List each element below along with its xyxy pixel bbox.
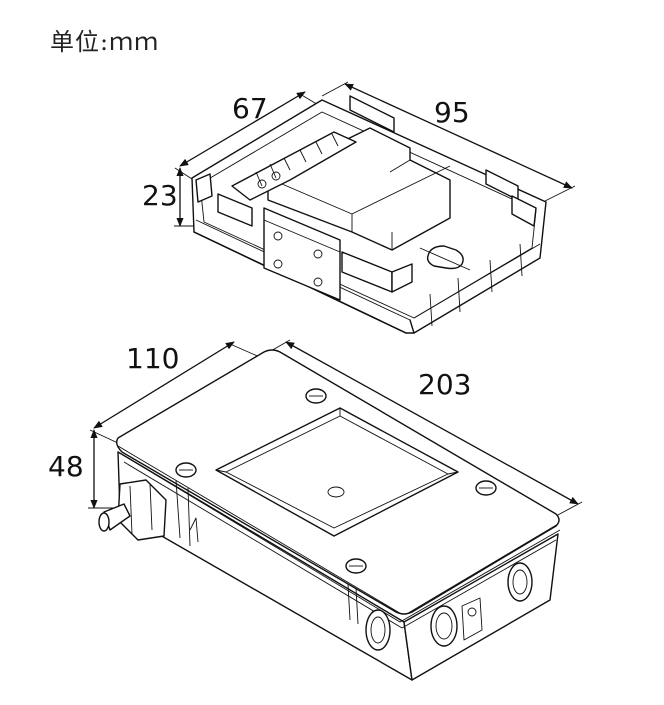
bottom-depth-dimension-line <box>93 341 235 429</box>
lid-screw-icon <box>305 388 327 404</box>
knockout-hole-icon <box>365 609 391 651</box>
top-depth-dimension-line <box>179 91 306 167</box>
top-height-label: 23 <box>142 179 178 212</box>
bottom-height-label: 48 <box>48 450 84 483</box>
top-length-label: 95 <box>434 96 470 129</box>
bottom-length-label: 203 <box>418 368 471 401</box>
cable-gland-icon <box>98 479 167 541</box>
lid-screw-icon <box>345 558 367 574</box>
top-length-dimension-line <box>344 83 573 189</box>
knockout-hole-icon <box>507 562 533 602</box>
bottom-enclosure-drawing: 110 203 48 <box>48 339 583 681</box>
bottom-depth-label: 110 <box>126 342 179 375</box>
top-depth-label: 67 <box>232 92 268 125</box>
knockout-hole-icon <box>430 605 458 647</box>
lid-screw-icon <box>175 462 197 478</box>
top-module-drawing: 67 95 23 <box>142 81 576 334</box>
unit-label: 单位:ｍｍ <box>50 28 160 56</box>
lid-screw-icon <box>475 480 497 496</box>
bottom-length-dimension-line <box>285 341 579 505</box>
